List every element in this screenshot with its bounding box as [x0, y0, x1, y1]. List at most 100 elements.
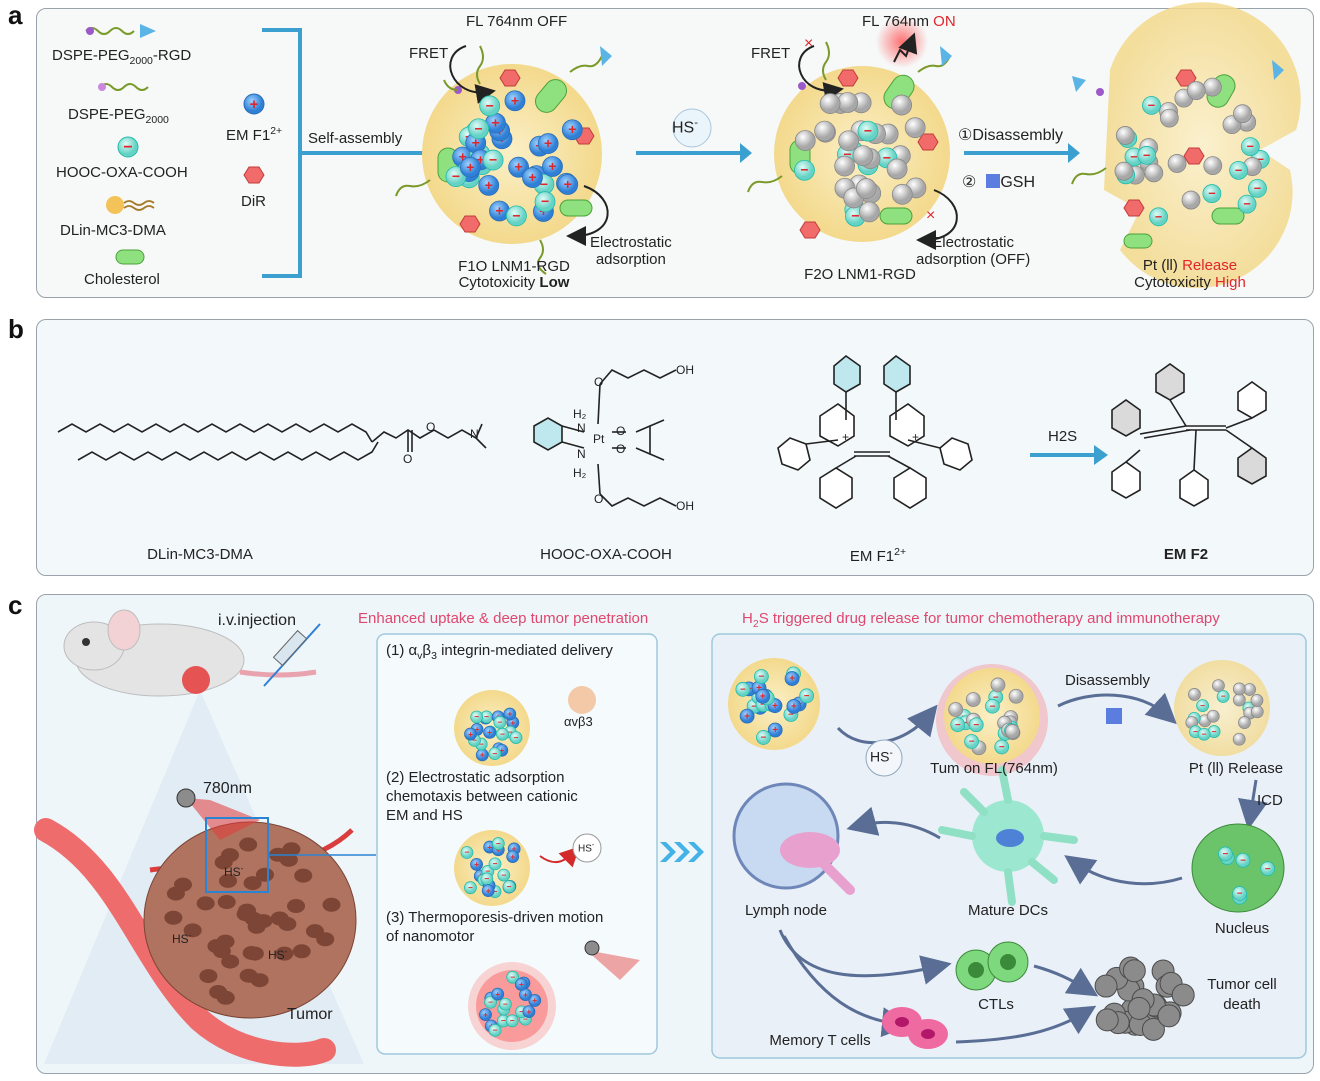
- mini-charge-ball: −: [756, 730, 771, 745]
- svg-text:−: −: [514, 732, 519, 742]
- svg-text:+: +: [486, 885, 491, 895]
- mid-step-1: (1) αvβ3 integrin-mediated delivery: [386, 642, 613, 662]
- legend-dspe-peg-rgd: DSPE-PEG2000-RGD: [52, 47, 192, 67]
- f20-name: F2O LNM1-RGD: [804, 266, 916, 283]
- svg-text:−: −: [488, 997, 493, 1007]
- svg-text:+: +: [564, 176, 572, 192]
- icd-label: ICD: [1257, 792, 1283, 809]
- mini-charge-ball: −: [1232, 886, 1247, 901]
- svg-text:−: −: [1202, 729, 1207, 739]
- svg-text:−: −: [503, 999, 508, 1009]
- emf1-plus-left: +: [842, 430, 850, 444]
- charge-ball: [819, 93, 841, 114]
- amine-n: N: [470, 427, 479, 441]
- svg-text:−: −: [973, 720, 979, 731]
- charge-ball: [1181, 190, 1201, 210]
- hs-bubble-mid: HS-: [578, 842, 595, 855]
- svg-text:+: +: [485, 177, 493, 193]
- svg-text:−: −: [993, 692, 999, 703]
- charge-ball: −: [1149, 207, 1168, 227]
- svg-text:−: −: [1240, 855, 1246, 866]
- header-mid: Enhanced uptake & deep tumor penetration: [358, 610, 649, 627]
- charge-ball: −: [468, 118, 490, 140]
- svg-text:−: −: [484, 874, 489, 884]
- charge-ball: +: [557, 174, 579, 195]
- svg-text:+: +: [459, 148, 467, 164]
- mini-charge-ball: −: [488, 1023, 502, 1037]
- mid-step-3: (3) Thermoporesis-driven motion of nanom…: [386, 909, 604, 945]
- svg-text:+: +: [474, 859, 479, 869]
- charge-ball: −: [1240, 137, 1260, 157]
- dead-tumor-cell: [1095, 1008, 1119, 1032]
- fl-on-label: FL 764nm ON: [862, 13, 956, 30]
- charge-ball: −: [1202, 184, 1222, 203]
- svg-text:+: +: [544, 135, 552, 151]
- svg-text:×: ×: [804, 35, 813, 52]
- legend-cholesterol: Cholesterol: [84, 271, 160, 288]
- mini-charge-ball: [1206, 709, 1220, 723]
- mini-charge-ball: +: [528, 994, 542, 1007]
- tumor-cell-nucleus: [294, 868, 313, 883]
- svg-text:−: −: [963, 718, 969, 729]
- fret-label-2: FRET: [751, 45, 791, 62]
- mini-charge-ball: [1188, 688, 1201, 701]
- electrostatic-off-label: Electrostatic adsorption (OFF): [916, 234, 1031, 268]
- mini-charge-ball: −: [506, 970, 520, 984]
- mini-charge-ball: −: [488, 857, 502, 871]
- svg-text:−: −: [999, 742, 1005, 753]
- hs-tag-3: HS-: [268, 946, 288, 962]
- svg-text:+: +: [744, 711, 750, 722]
- electrostatic-label: Electrostatic adsorption: [590, 234, 672, 268]
- charge-ball: [1115, 126, 1135, 145]
- pt-o-1: O: [616, 424, 626, 438]
- svg-text:−: −: [485, 866, 490, 876]
- fret-label-1: FRET: [409, 45, 449, 62]
- ester-o: O: [426, 420, 436, 434]
- alpha-beta-label: αvβ3: [564, 714, 593, 729]
- svg-text:−: −: [489, 152, 497, 168]
- svg-text:+: +: [495, 202, 503, 218]
- mini-charge-ball: +: [784, 671, 800, 686]
- svg-text:−: −: [501, 1016, 506, 1026]
- svg-text:+: +: [468, 729, 473, 739]
- mini-charge-ball: +: [481, 884, 495, 898]
- charge-ball: +: [459, 156, 481, 178]
- mature-dcs-label: Mature DCs: [967, 902, 1049, 919]
- svg-text:−: −: [761, 733, 767, 744]
- svg-text:−: −: [510, 1016, 515, 1026]
- mini-charge-ball: +: [479, 1008, 492, 1022]
- tumor-cell-nucleus: [292, 944, 311, 959]
- header-right: H2S triggered drug release for tumor che…: [742, 610, 1220, 630]
- svg-text:−: −: [760, 700, 766, 711]
- em-f1-label: EM F12+: [849, 546, 907, 565]
- svg-text:−: −: [851, 208, 859, 224]
- pt-release-label: Pt (ll) Release: [1142, 257, 1238, 274]
- legend-dlin-icon: [106, 196, 155, 214]
- svg-text:+: +: [548, 158, 556, 174]
- charge-ball: [794, 130, 816, 151]
- charge-ball: −: [857, 120, 879, 142]
- turn-on-label: Tum on FL(764nm): [930, 760, 1058, 777]
- charge-ball: [1203, 156, 1223, 176]
- panel-letter-b: b: [8, 314, 24, 344]
- svg-text:+: +: [511, 92, 519, 108]
- mini-charge-ball: −: [1217, 846, 1233, 862]
- svg-text:−: −: [479, 739, 484, 749]
- svg-text:−: −: [1208, 187, 1215, 201]
- svg-text:−: −: [474, 712, 479, 722]
- svg-text:+: +: [568, 121, 576, 137]
- svg-text:+: +: [519, 979, 524, 989]
- mini-charge-ball: −: [994, 739, 1010, 755]
- mini-charge-ball: −: [1197, 727, 1211, 741]
- mini-charge-ball: +: [522, 1005, 536, 1019]
- svg-text:−: −: [123, 139, 132, 156]
- svg-text:+: +: [510, 717, 515, 727]
- pt-o-2: O: [616, 442, 626, 456]
- svg-text:+: +: [507, 709, 512, 719]
- svg-text:−: −: [512, 207, 520, 223]
- svg-text:+: +: [528, 169, 536, 185]
- svg-text:−: −: [751, 701, 757, 712]
- svg-text:−: −: [1257, 152, 1264, 166]
- mini-charge-ball: −: [1216, 690, 1230, 703]
